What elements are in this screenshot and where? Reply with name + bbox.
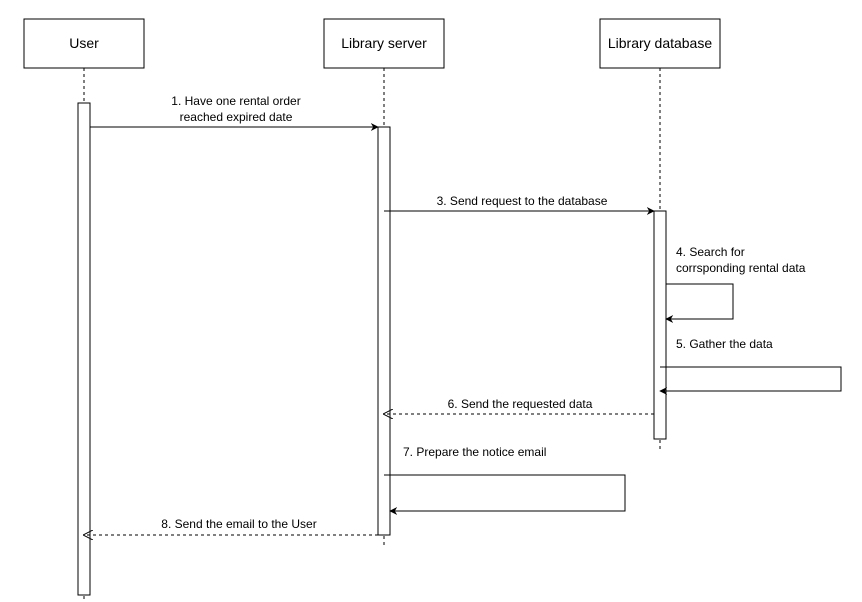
activation-database bbox=[653, 210, 667, 440]
message-6: 6. Send the requested data bbox=[384, 397, 654, 414]
message-4-label-line2: corrsponding rental data bbox=[676, 261, 806, 275]
participant-library-database[interactable]: Library database bbox=[599, 18, 721, 69]
participant-user[interactable]: User bbox=[23, 18, 145, 69]
message-4-label-line1: 4. Search for bbox=[676, 245, 745, 259]
activation-user bbox=[77, 102, 91, 596]
participant-user-label: User bbox=[69, 35, 99, 51]
message-1-label-line2: reached expired date bbox=[180, 110, 293, 124]
message-5: 5. Gather the data bbox=[659, 337, 842, 395]
participant-database-label: Library database bbox=[608, 35, 713, 51]
message-4: 4. Search for corrsponding rental data bbox=[665, 245, 806, 323]
message-1: 1. Have one rental order reached expired… bbox=[90, 94, 379, 131]
message-7: 7. Prepare the notice email bbox=[384, 445, 626, 515]
participant-library-server[interactable]: Library server bbox=[323, 18, 445, 69]
message-5-label: 5. Gather the data bbox=[676, 337, 773, 351]
message-3: 3. Send request to the database bbox=[384, 194, 655, 215]
message-6-label: 6. Send the requested data bbox=[448, 397, 593, 411]
message-8: 8. Send the email to the User bbox=[84, 517, 384, 535]
message-1-label-line1: 1. Have one rental order bbox=[171, 94, 300, 108]
message-8-label: 8. Send the email to the User bbox=[161, 517, 316, 531]
participant-server-label: Library server bbox=[341, 35, 427, 51]
message-7-label: 7. Prepare the notice email bbox=[403, 445, 546, 459]
activation-server bbox=[377, 126, 391, 536]
message-3-label: 3. Send request to the database bbox=[437, 194, 608, 208]
